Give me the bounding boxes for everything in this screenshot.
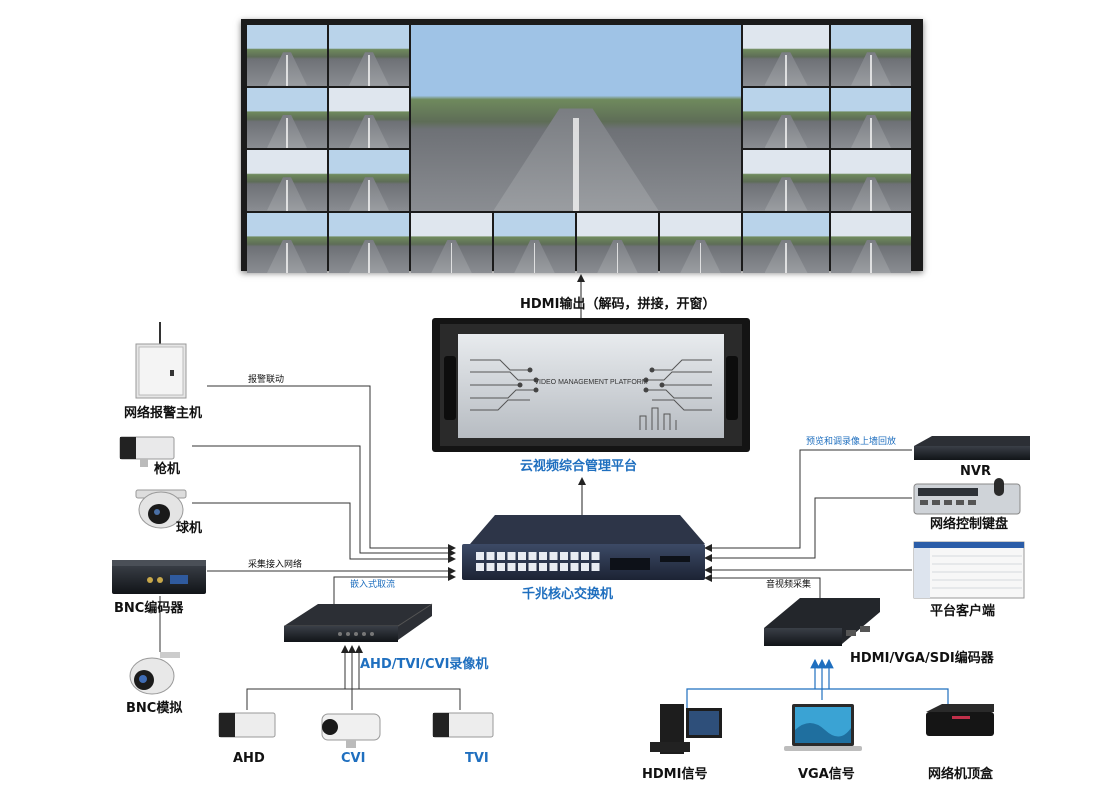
switch-port (539, 552, 547, 560)
playback-link-label: 预览和调录像上墙回放 (806, 435, 896, 447)
switch-port (497, 552, 505, 560)
switch-port (487, 552, 495, 560)
switch-port (518, 552, 526, 560)
switch-port (560, 563, 568, 571)
dome-camera-label: 球机 (176, 520, 202, 536)
cvi-camera-device (322, 714, 380, 748)
switch-port (529, 563, 537, 571)
switch-port (592, 552, 600, 560)
stb-device (926, 704, 994, 736)
capture-link-label: 采集接入网络 (248, 558, 302, 570)
recorder-label: AHD/TVI/CVI录像机 (360, 656, 488, 672)
embedded-link-label: 嵌入式取流 (350, 578, 395, 590)
switch-port (508, 552, 516, 560)
vga-laptop-device (784, 704, 862, 751)
nvr-label: NVR (960, 464, 991, 479)
client-screen-device (914, 542, 1024, 598)
client-label: 平台客户端 (930, 603, 995, 619)
video-management-platform: VIDEO MANAGEMENT PLATFORM (432, 318, 750, 452)
bnc-encoder-device (112, 560, 206, 594)
switch-port (497, 563, 505, 571)
keyboard-device (914, 478, 1020, 514)
av-encoder-device (764, 598, 880, 646)
switch-port (476, 552, 484, 560)
switch-port (571, 563, 579, 571)
core-switch (462, 515, 705, 580)
switch-port (508, 563, 516, 571)
source-links (687, 660, 948, 708)
switch-port (592, 563, 600, 571)
switch-port (560, 552, 568, 560)
av-capture-label: 音视频采集 (766, 578, 811, 590)
switch-port (581, 552, 589, 560)
alarm-host-device (136, 322, 186, 398)
platform-label: 云视频综合管理平台 (520, 458, 637, 474)
vga-source-label: VGA信号 (798, 766, 855, 782)
hdmi-pc-device (650, 704, 722, 754)
bullet-camera-label: 枪机 (154, 461, 180, 477)
switch-port (550, 563, 558, 571)
stb-source-label: 网络机顶盒 (928, 766, 994, 782)
bnc-analog-camera-device (130, 652, 180, 694)
switch-port (518, 563, 526, 571)
switch-port (550, 552, 558, 560)
wall-output-label: HDMI输出（解码，拼接，开窗） (520, 296, 715, 312)
nvr-device (914, 436, 1030, 460)
switch-port (581, 563, 589, 571)
alarm-host-label: 网络报警主机 (124, 405, 202, 421)
platform-faceplate-text: VIDEO MANAGEMENT PLATFORM (534, 379, 647, 386)
switch-port (529, 552, 537, 560)
tvi-camera-device (433, 713, 493, 737)
recorder-device (284, 604, 432, 642)
switch-port (476, 563, 484, 571)
hdmi-source-label: HDMI信号 (642, 766, 707, 782)
camera-ahd-label: AHD (233, 751, 265, 766)
switch-port (539, 563, 547, 571)
bnc-analog-label: BNC模拟 (126, 700, 182, 716)
bnc-encoder-label: BNC编码器 (114, 600, 184, 616)
switch-label: 千兆核心交换机 (522, 586, 613, 602)
camera-cvi-label: CVI (341, 751, 365, 766)
camera-tvi-label: TVI (465, 751, 489, 766)
switch-port (571, 552, 579, 560)
keyboard-label: 网络控制键盘 (930, 516, 1008, 532)
alarm-link-label: 报警联动 (248, 373, 284, 385)
switch-port (487, 563, 495, 571)
encoder-label: HDMI/VGA/SDI编码器 (850, 650, 995, 666)
ahd-camera-device (219, 713, 275, 737)
